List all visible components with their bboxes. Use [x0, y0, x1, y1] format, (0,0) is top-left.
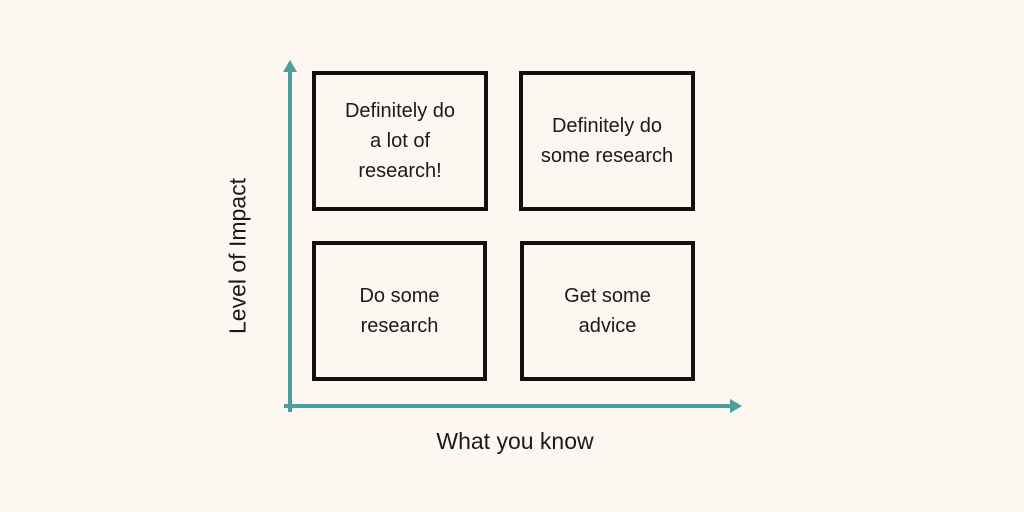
y-axis-label: Level of Impact	[224, 178, 251, 334]
quadrant-text-line: research!	[358, 160, 442, 182]
x-axis-arrowhead	[730, 399, 742, 413]
y-axis-arrowhead	[283, 60, 297, 72]
quadrant-text-line: Definitely do	[344, 100, 456, 122]
quadrant-text-line: advice	[578, 315, 637, 337]
quadrant-text-line: a lot of	[369, 130, 431, 152]
quadrant-bottom-left: Do some research	[312, 241, 487, 381]
quadrant-top-left: Definitely do a lot of research!	[312, 71, 488, 211]
x-axis-label: What you know	[436, 428, 594, 454]
quadrant-text-line: some research	[540, 145, 674, 167]
quadrant-bottom-right: Get some advice	[520, 241, 695, 381]
quadrant-top-right: Definitely do some research	[519, 71, 695, 211]
quadrant-text-line: Definitely do	[551, 115, 663, 137]
quadrant-text-line: research	[360, 315, 439, 337]
quadrant-text-line: Get some	[564, 285, 651, 307]
quadrant-text-line: Do some	[359, 285, 440, 307]
